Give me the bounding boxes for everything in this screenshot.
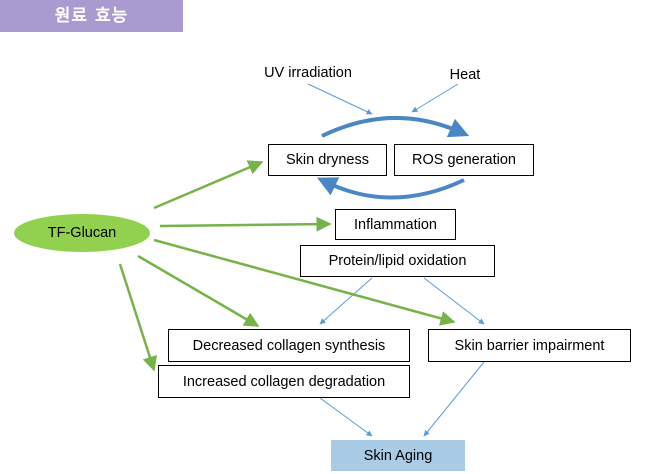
node-inflammation: Inflammation [335,209,456,240]
node-increased-collagen-degradation: Increased collagen degradation [158,365,410,398]
input-heat: Heat [449,67,481,83]
arrow-tf-to-increased [118,263,158,372]
node-decreased-collagen-synthesis: Decreased collagen synthesis [168,329,410,362]
cycle-arc-top [321,115,470,138]
node-skin-barrier-impairment: Skin barrier impairment [428,329,631,362]
arrow-tf-to-dryness [153,160,264,210]
arrow-uv-to-cycle [307,83,373,115]
arrow-heat-to-cycle [411,83,459,113]
node-tf-glucan: TF-Glucan [14,214,150,252]
node-protein-lipid-oxidation: Protein/lipid oxidation [300,245,495,277]
node-skin-dryness: Skin dryness [268,144,387,176]
header-title: 원료 효능 [54,6,129,26]
arrow-tf-to-inflammation [159,216,332,232]
header-bar [0,0,183,32]
arrow-increased-to-aging [319,397,373,437]
arrow-tf-to-barrier [153,238,456,326]
arrow-oxidation-to-decreased [319,277,373,325]
node-skin-aging: Skin Aging [331,440,465,471]
node-ros-generation: ROS generation [394,144,534,176]
cycle-arc-bottom [317,177,465,200]
arrow-barrier-to-aging [423,361,485,437]
arrow-oxidation-to-barrier [423,277,485,325]
arrow-tf-to-decreased [137,254,260,328]
input-uv-irradiation: UV irradiation [264,65,352,81]
